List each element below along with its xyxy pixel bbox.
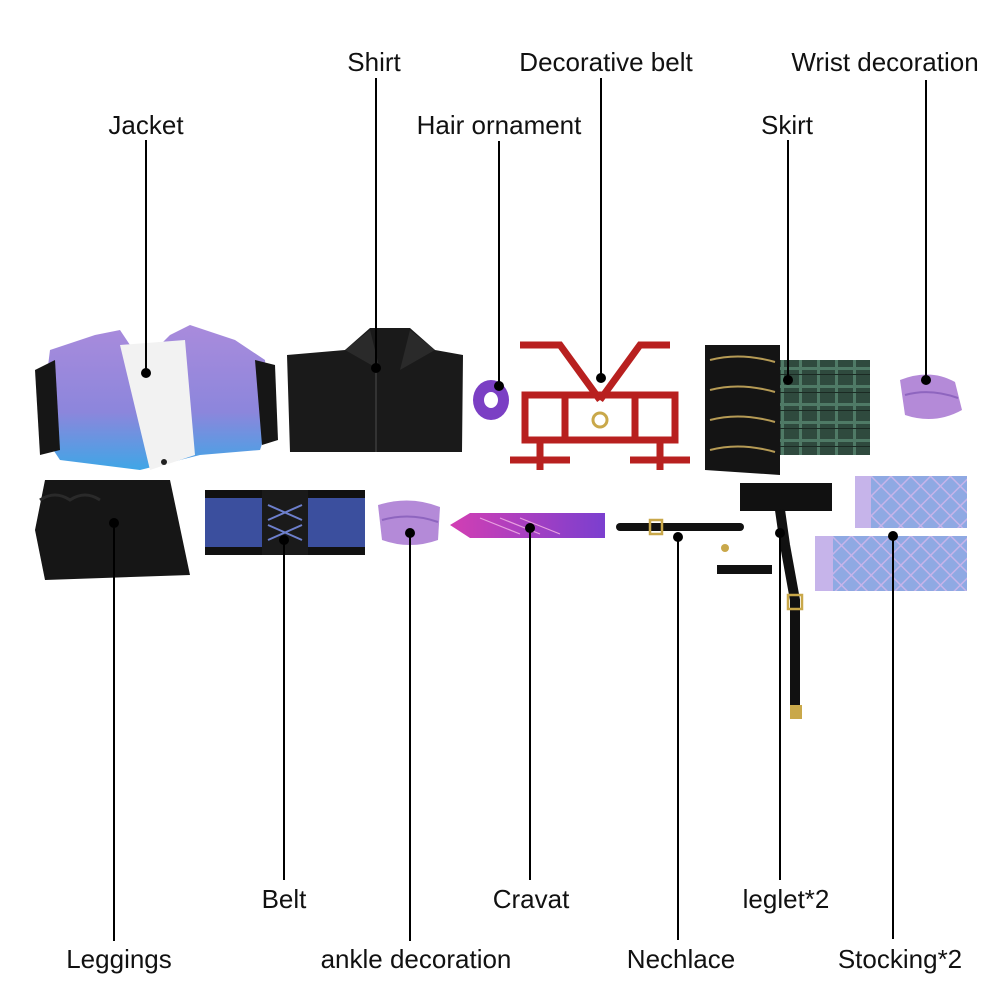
shirt-pointer-dot xyxy=(371,363,381,373)
stocking-leader-line xyxy=(892,536,894,939)
cravat-label: Cravat xyxy=(492,884,570,914)
leggings-leader-line xyxy=(113,523,115,941)
shirt-illustration xyxy=(287,328,463,452)
hair-ornament-pointer-dot xyxy=(494,381,504,391)
jacket-leader-line xyxy=(145,140,147,373)
ankle-decoration-leader-line xyxy=(409,533,411,941)
ankle-decoration-label: ankle decoration xyxy=(320,944,512,974)
harness-illustration xyxy=(510,341,690,470)
leglet-pointer-dot xyxy=(775,528,785,538)
shirt-label: Shirt xyxy=(347,47,401,77)
stocking-pointer-dot xyxy=(888,531,898,541)
leggings-pointer-dot xyxy=(109,518,119,528)
wrist-decoration-illustration xyxy=(900,374,962,419)
belt-illustration xyxy=(205,490,365,555)
cravat-pointer-dot xyxy=(525,523,535,533)
hair-ornament-label: Hair ornament xyxy=(416,110,582,140)
belt-pointer-dot xyxy=(279,535,289,545)
nechlace-label: Nechlace xyxy=(626,944,736,974)
wrist-decoration-label: Wrist decoration xyxy=(791,47,979,77)
jacket-pointer-dot xyxy=(141,368,151,378)
skirt-leader-line xyxy=(787,140,789,380)
skirt-label: Skirt xyxy=(761,110,813,140)
wrist-decoration-pointer-dot xyxy=(921,375,931,385)
decorative-belt-label: Decorative belt xyxy=(519,47,693,77)
nechlace-pointer-dot xyxy=(673,532,683,542)
necklace-illustration xyxy=(616,518,772,574)
decorative-belt-leader-line xyxy=(600,78,602,378)
decorative-belt-pointer-dot xyxy=(596,373,606,383)
leglet-label: leglet*2 xyxy=(742,884,830,914)
leglet-illustration xyxy=(740,483,832,719)
belt-label: Belt xyxy=(261,884,307,914)
wrist-decoration-leader-line xyxy=(925,80,927,380)
jacket-label: Jacket xyxy=(108,110,184,140)
stockings-illustration xyxy=(815,476,967,591)
leggings-illustration xyxy=(35,480,190,580)
jacket-illustration xyxy=(35,325,278,470)
cravat-leader-line xyxy=(529,528,531,880)
leggings-label: Leggings xyxy=(66,944,172,974)
leglet-leader-line xyxy=(779,533,781,880)
ankle-decoration-pointer-dot xyxy=(405,528,415,538)
nechlace-leader-line xyxy=(677,537,679,940)
shirt-leader-line xyxy=(375,78,377,368)
ankle-decoration-illustration xyxy=(378,500,440,545)
hair-ornament-leader-line xyxy=(498,141,500,386)
belt-leader-line xyxy=(283,540,285,880)
stocking-label: Stocking*2 xyxy=(837,944,963,974)
harness-ring-illustration xyxy=(591,411,609,429)
skirt-pointer-dot xyxy=(783,375,793,385)
